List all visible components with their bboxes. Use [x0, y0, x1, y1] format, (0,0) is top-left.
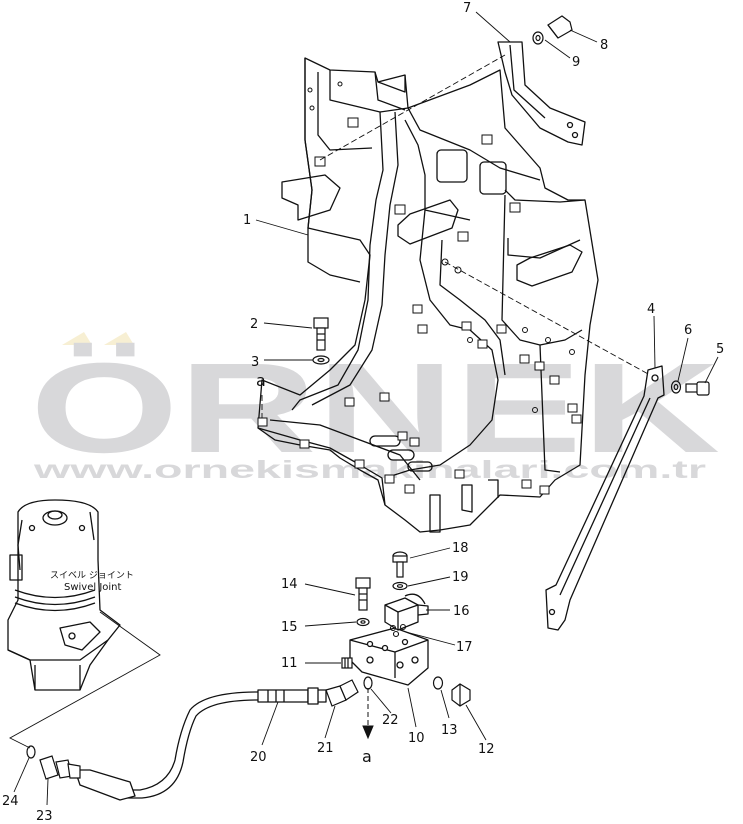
swivel-joint-label-jp: スイベル ジョイント	[50, 571, 134, 581]
callout-14: 14	[281, 577, 298, 592]
washer-part-9	[532, 31, 544, 45]
watermark-accent-left	[62, 332, 92, 345]
main-frame	[257, 57, 599, 533]
callout-17: 17	[456, 640, 473, 655]
callout-numbers: 1 2 3 4 5 6 7 8 9 10 11 12 13 14 15 16 1…	[2, 1, 724, 824]
reference-arrow-bottom	[362, 688, 374, 740]
stay-rod-part-4	[545, 365, 665, 631]
callout-23: 23	[36, 809, 53, 824]
swivel-joint-label-en: Swivel Joint	[64, 582, 122, 593]
callout-7: 7	[463, 1, 471, 16]
oring-part-17	[389, 623, 407, 638]
callout-20: 20	[250, 750, 267, 765]
valve-block-part-10	[349, 627, 429, 686]
callout-9: 9	[572, 55, 580, 70]
callout-19: 19	[452, 570, 469, 585]
callout-4: 4	[647, 302, 655, 317]
bolt-part-5	[685, 381, 710, 396]
fitting-part-23	[39, 755, 81, 780]
bolt-part-18	[392, 551, 408, 578]
watermark: ÖRNEK www.ornekismakinalari.com.tr	[30, 332, 720, 484]
bolt-part-14	[355, 577, 371, 611]
callout-6: 6	[684, 323, 692, 338]
callout-13: 13	[441, 723, 458, 738]
callout-8: 8	[600, 38, 608, 53]
washer-part-15	[356, 617, 370, 627]
callout-2: 2	[250, 317, 258, 332]
plug-part-12	[451, 683, 471, 707]
watermark-brand: ÖRNEK	[30, 337, 720, 480]
solenoid-part-16	[384, 593, 429, 631]
callout-24: 24	[2, 794, 19, 809]
swivel-joint-label: スイベル ジョイント Swivel Joint	[50, 571, 134, 593]
reference-mark-bottom: a	[362, 747, 372, 766]
hose-part-20	[74, 687, 327, 801]
callout-5: 5	[716, 342, 724, 357]
swivel-connection-outline	[9, 611, 161, 749]
washer-part-6	[670, 380, 682, 394]
washer-part-19	[392, 581, 408, 591]
leader-lines	[13, 11, 719, 806]
callout-11: 11	[281, 656, 298, 671]
callout-18: 18	[452, 541, 469, 556]
oring-part-22	[363, 676, 373, 690]
frame-holes	[307, 81, 575, 413]
callout-22: 22	[382, 713, 399, 728]
alignment-lines	[261, 54, 651, 418]
frame-fasteners	[257, 117, 582, 495]
swivel-joint	[7, 499, 121, 691]
fitting-part-11	[341, 657, 353, 669]
reference-mark-top: a	[256, 371, 266, 390]
callout-15: 15	[281, 620, 298, 635]
callout-21: 21	[317, 741, 334, 756]
oring-part-13	[432, 676, 444, 690]
bracket-part-7	[497, 41, 586, 146]
callout-1: 1	[243, 213, 251, 228]
callout-16: 16	[453, 604, 470, 619]
bolt-part-2	[313, 317, 329, 351]
callout-10: 10	[408, 731, 425, 746]
oring-part-24	[26, 745, 36, 759]
elbow-part-21	[325, 679, 359, 707]
watermark-accent-right	[104, 332, 134, 345]
callout-12: 12	[478, 742, 495, 757]
callout-3: 3	[251, 355, 259, 370]
bolt-part-8	[547, 15, 573, 39]
